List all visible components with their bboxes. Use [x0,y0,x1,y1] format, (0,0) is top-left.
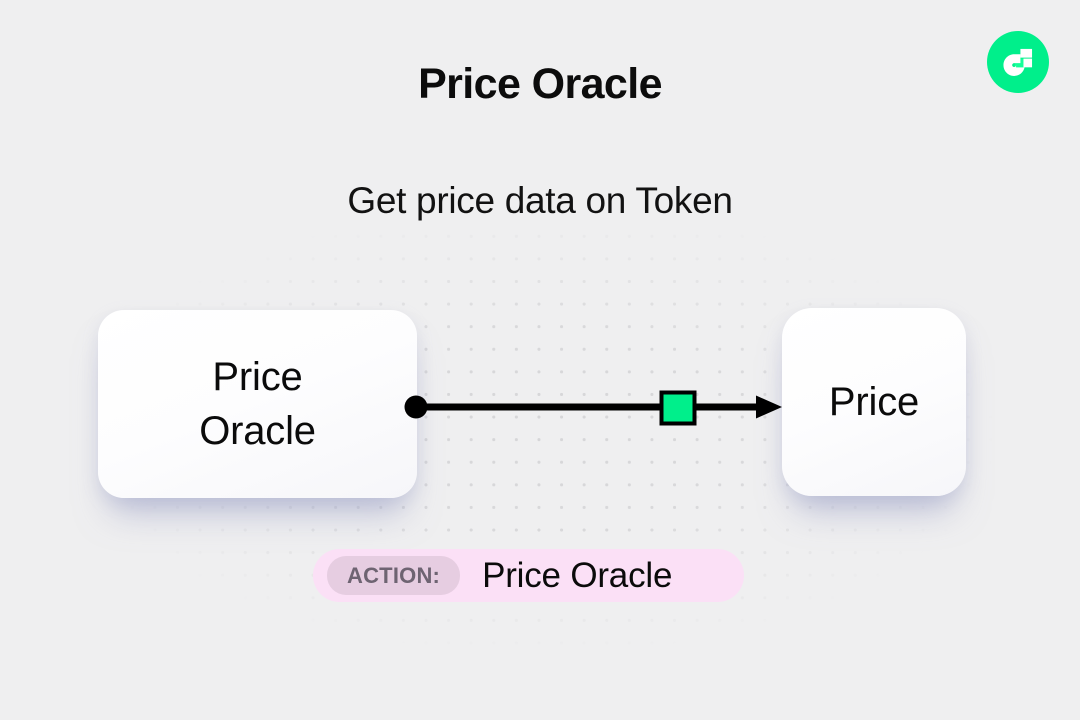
action-badge[interactable]: ACTION: Price Oracle [313,549,744,602]
arrow-head-icon [756,395,782,419]
flow-logo[interactable] [987,31,1049,93]
action-key-label: ACTION: [327,556,461,595]
node-price-oracle[interactable]: Price Oracle [98,310,417,498]
green-square-marker[interactable] [659,390,697,426]
page-subtitle: Get price data on Token [347,180,733,221]
node-price-label: Price [828,380,920,424]
node-price-oracle-label: Price Oracle [199,355,316,453]
node-price[interactable]: Price [782,308,966,496]
action-value-label: Price Oracle [482,555,673,595]
page-title: Price Oracle [418,60,662,108]
